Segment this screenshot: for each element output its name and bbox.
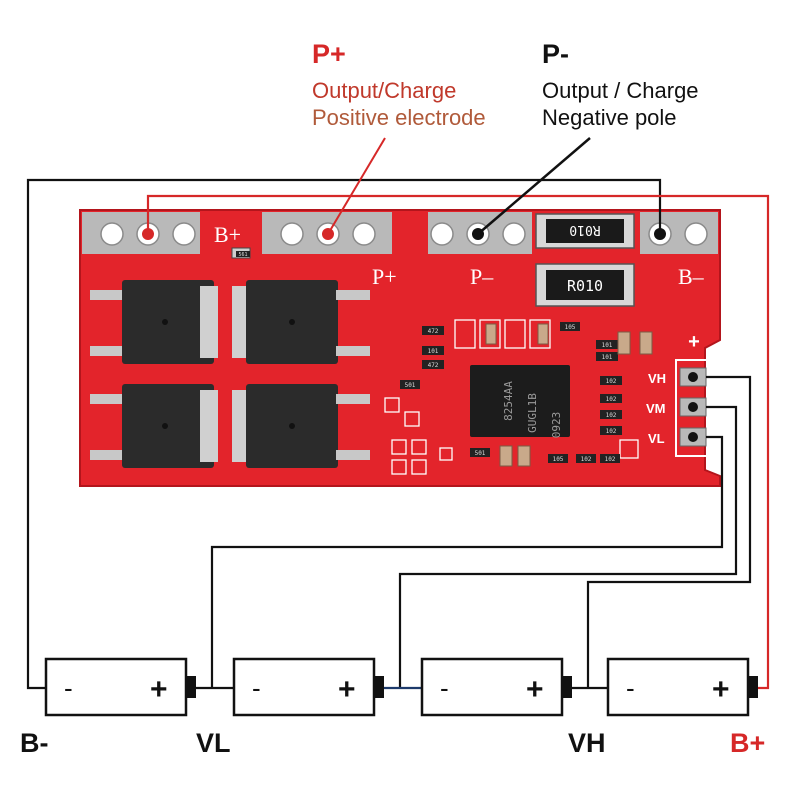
battery-plus: +: [712, 673, 730, 706]
header-vh-label: VH: [648, 371, 666, 386]
battery-terminal: [374, 676, 384, 698]
mosfet: [232, 280, 370, 364]
mosfet-array: [90, 280, 370, 468]
label-bminus: B-: [20, 728, 49, 758]
pad-label-pminus: P–: [470, 264, 494, 289]
smd-code: 102: [605, 456, 616, 463]
pminus-title: P-: [542, 39, 569, 69]
mosfet: [90, 384, 218, 468]
mosfet: [232, 384, 370, 468]
wire-vl: [210, 435, 724, 688]
label-vh: VH: [568, 728, 606, 758]
hole: [100, 222, 124, 246]
pplus-title: P+: [312, 39, 346, 69]
smd-code: 501: [405, 382, 416, 389]
smd-code: 101: [428, 348, 439, 355]
battery-minus: -: [626, 673, 635, 703]
hole: [684, 222, 708, 246]
smd-code: 472: [428, 328, 439, 335]
header-vm-label: VM: [646, 401, 666, 416]
solder-holes: [100, 222, 708, 246]
resistor-code: R010: [569, 222, 600, 237]
vl-terminal-dot: [688, 432, 698, 442]
battery-cell: - +: [420, 657, 572, 717]
shunt-resistor: R010: [535, 263, 635, 307]
callouts: [142, 137, 698, 442]
pminus-pointer-dot: [472, 228, 484, 240]
bminus-terminal-dot: [654, 228, 666, 240]
vm-terminal-dot: [688, 402, 698, 412]
bottom-labels: B- VL VH B+: [20, 728, 765, 758]
battery-cell: - +: [44, 657, 196, 717]
battery-minus: -: [440, 673, 449, 703]
battery-plus: +: [338, 673, 356, 706]
label-vl: VL: [196, 728, 231, 758]
wire-bplus: [146, 194, 770, 690]
battery-plus: +: [526, 673, 544, 706]
ic-marking-2: GUGL1B: [526, 393, 539, 433]
smd-code: 105: [565, 324, 576, 331]
pplus-line2: Positive electrode: [312, 105, 486, 130]
wire-bminus: [26, 178, 662, 690]
bplus-terminal-dot: [142, 228, 154, 240]
smd-code: 102: [581, 456, 592, 463]
protection-ic: 8254AA GUGL1B 0923: [470, 365, 570, 438]
battery-minus: -: [252, 673, 261, 703]
smd-code: 101: [602, 354, 613, 361]
ic-marking-3: 0923: [550, 412, 563, 439]
pplus-annotation: P+ Output/Charge Positive electrode: [312, 39, 486, 130]
smd-code: 105: [553, 456, 564, 463]
pplus-pointer: [327, 137, 386, 235]
hole: [430, 222, 454, 246]
smd-resistors: 472 472 101 101 101 102 102 102 102 105 …: [236, 251, 622, 463]
pad-label-bminus: B–: [678, 264, 705, 289]
hole: [172, 222, 196, 246]
hole: [352, 222, 376, 246]
pminus-annotation: P- Output / Charge Negative pole: [542, 39, 699, 130]
resistor-code: R010: [567, 277, 603, 295]
pminus-pointer: [477, 137, 591, 235]
battery-cell: - +: [606, 657, 758, 717]
smd-code: 501: [475, 450, 486, 457]
capacitors: [485, 323, 653, 467]
smd-code: 102: [606, 378, 617, 385]
hole: [502, 222, 526, 246]
battery-terminal: [562, 676, 572, 698]
shunt-resistor: R010: [535, 213, 635, 249]
pcb-board: B+ P+ P– B– R010 R010: [79, 209, 721, 487]
pad-label-pplus: P+: [372, 264, 397, 289]
pplus-line1: Output/Charge: [312, 78, 456, 103]
wire-vh: [586, 375, 752, 688]
battery-plus: +: [150, 673, 168, 706]
smd-footprints: [384, 319, 639, 475]
header-plus-label: +: [688, 331, 700, 353]
pminus-line2: Negative pole: [542, 105, 677, 130]
pad-label-bplus: B+: [214, 222, 241, 247]
smd-code: 102: [606, 396, 617, 403]
battery-cell: - +: [232, 657, 384, 717]
battery-minus: -: [64, 673, 73, 703]
battery-terminal: [748, 676, 758, 698]
pminus-line1: Output / Charge: [542, 78, 699, 103]
hole: [280, 222, 304, 246]
battery-pack: - + - + - + - +: [44, 657, 758, 717]
header-vl-label: VL: [648, 431, 665, 446]
pplus-pointer-dot: [322, 228, 334, 240]
smd-code: 101: [602, 342, 613, 349]
wire-vm: [398, 405, 738, 688]
smd-code: 472: [428, 362, 439, 369]
battery-terminal: [186, 676, 196, 698]
wiring: [26, 178, 770, 690]
ic-marking-1: 8254AA: [502, 381, 515, 421]
smd-code: 561: [238, 252, 247, 258]
smd-code: 102: [606, 412, 617, 419]
label-bplus: B+: [730, 728, 765, 758]
mosfet: [90, 280, 218, 364]
smd-code: 102: [606, 428, 617, 435]
vh-terminal-dot: [688, 372, 698, 382]
